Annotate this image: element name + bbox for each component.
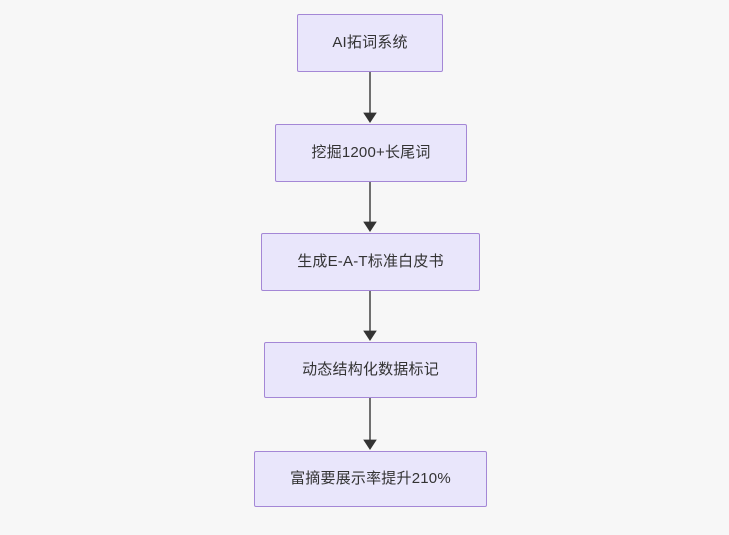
flow-node-rich-snippet-impression-lift[interactable]: 富摘要展示率提升210%	[254, 451, 487, 507]
flow-node-dynamic-structured-data-markup[interactable]: 动态结构化数据标记	[264, 342, 477, 398]
flow-node-label: 富摘要展示率提升210%	[290, 470, 451, 487]
flow-node-label: 挖掘1200+长尾词	[311, 144, 431, 161]
flow-node-mine-longtail-keywords[interactable]: 挖掘1200+长尾词	[275, 124, 467, 182]
flow-node-label: AI拓词系统	[332, 34, 408, 51]
flow-node-label: 生成E-A-T标准白皮书	[297, 253, 444, 270]
flow-node-ai-keyword-system[interactable]: AI拓词系统	[297, 14, 443, 72]
flow-node-generate-eat-whitepaper[interactable]: 生成E-A-T标准白皮书	[261, 233, 480, 291]
flow-node-label: 动态结构化数据标记	[302, 361, 439, 378]
